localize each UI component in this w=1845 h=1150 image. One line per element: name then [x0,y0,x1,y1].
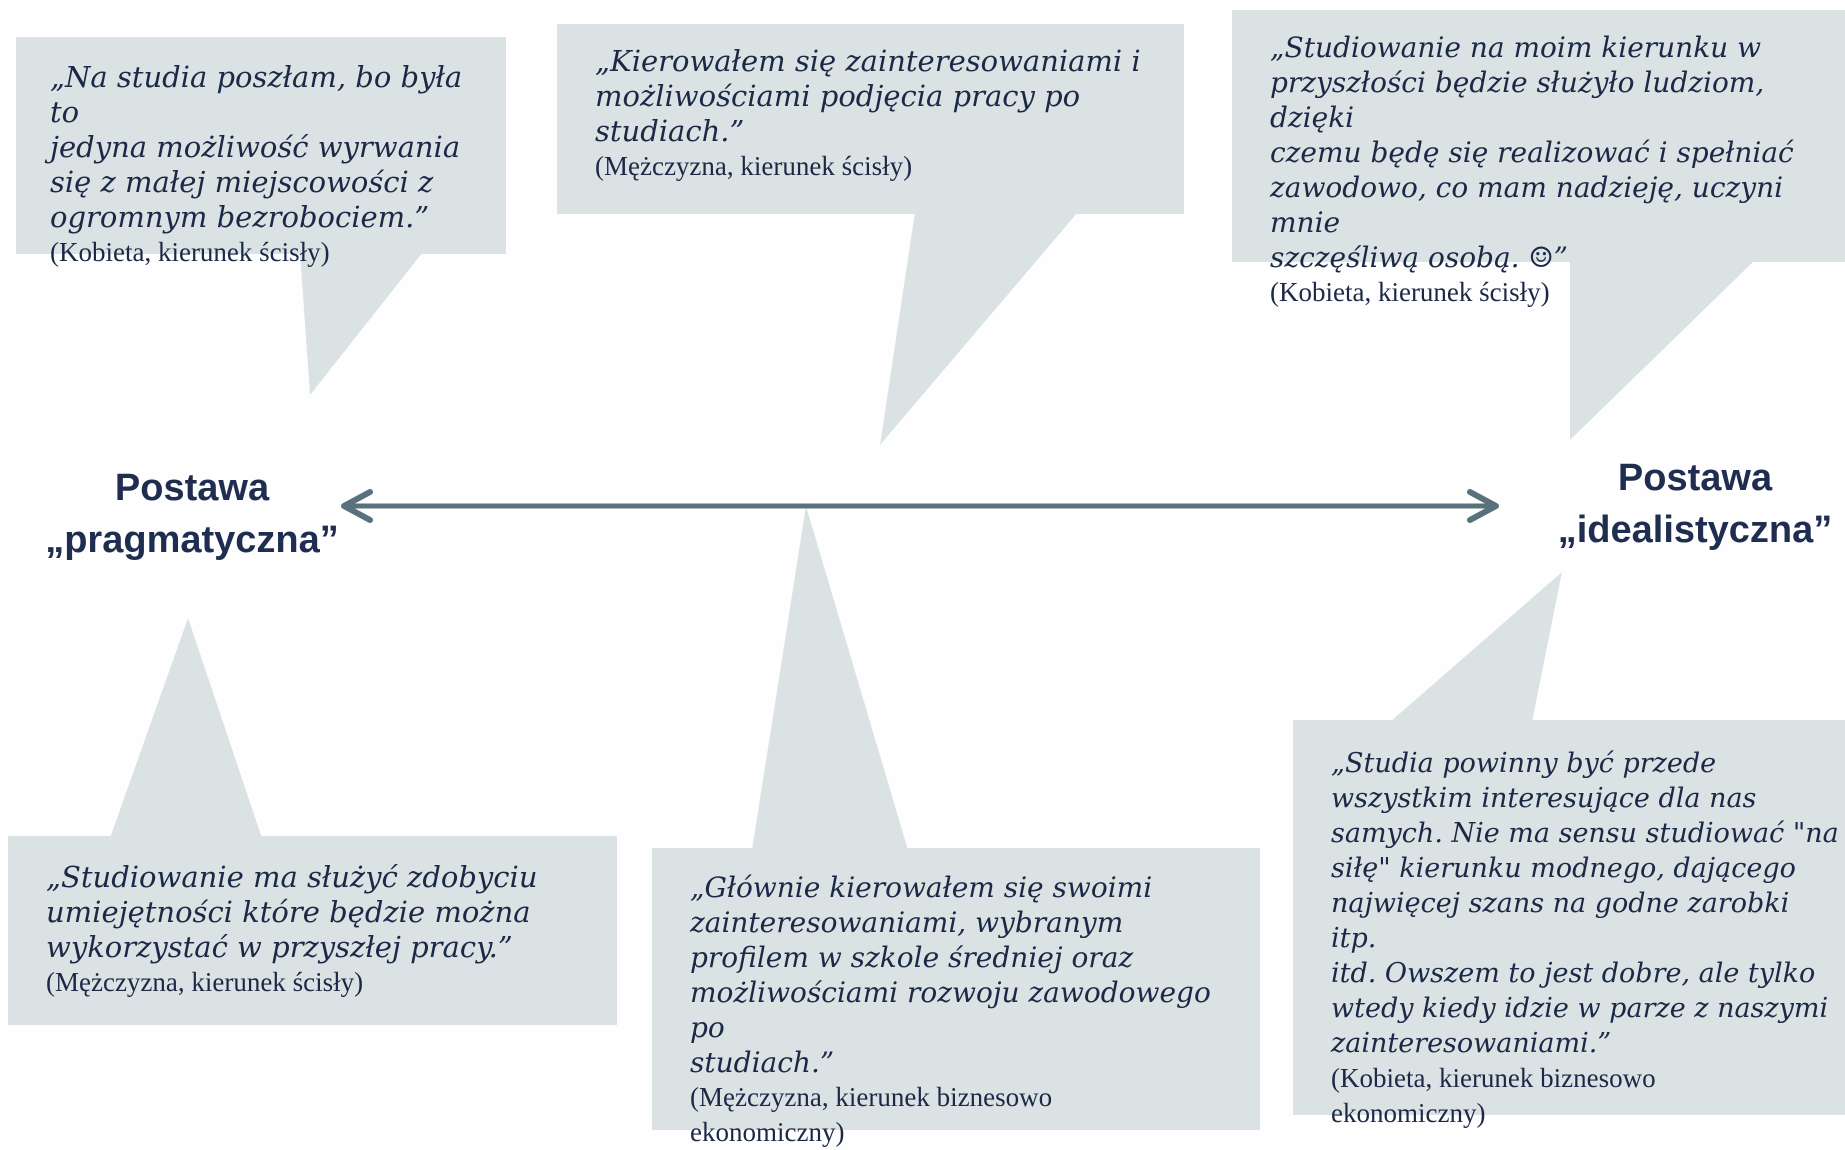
quote-text: „Studiowanie na moim kierunku w przyszło… [1270,31,1794,274]
quote-author: (Kobieta, kierunek ścisły) [50,237,330,267]
callout-tail-6 [1390,572,1562,722]
quote-author: (Kobieta, kierunek biznesowo ekonomiczny… [1331,1063,1656,1128]
callout-tail-4 [110,618,262,838]
quote-bubble-3: „Studiowanie na moim kierunku w przyszło… [1232,10,1845,307]
quote-bubble-5: „Głównie kierowałem się swoimi zainteres… [652,848,1260,1147]
quote-text: „Studia powinny być przede wszystkim int… [1331,748,1839,1059]
quote-author: (Mężczyzna, kierunek ścisły) [46,967,364,997]
quote-text: „Studiowanie ma służyć zdobyciu umiejętn… [46,860,538,964]
quote-author: (Mężczyzna, kierunek ścisły) [595,151,913,181]
axis-arrowhead-left [341,489,373,523]
quote-bubble-6: „Studia powinny być przede wszystkim int… [1293,720,1845,1128]
idealistic-attitude-label: Postawa „idealistyczna” [1557,457,1833,551]
axis-arrowhead-right [1467,489,1499,523]
quote-author: (Mężczyzna, kierunek biznesowo ekonomicz… [690,1082,1053,1147]
callout-tail-5 [752,506,908,850]
quote-bubble-2: „Kierowałem się zainteresowaniami i możl… [557,24,1184,214]
quote-text: „Na studia poszłam, bo była to jedyna mo… [50,60,463,234]
callout-tail-2 [880,212,1078,445]
pragmatic-attitude-label: Postawa „pragmatyczna” [45,467,339,561]
quote-text: „Głównie kierowałem się swoimi zainteres… [690,871,1211,1079]
quote-bubble-4: „Studiowanie ma służyć zdobyciu umiejętn… [8,836,617,1025]
quote-text: „Kierowałem się zainteresowaniami i możl… [595,44,1141,148]
callout-tail-1 [300,252,423,395]
callout-tail-3 [1570,260,1755,440]
quote-bubble-1: „Na studia poszłam, bo była to jedyna mo… [16,37,506,267]
quote-author: (Kobieta, kierunek ścisły) [1270,277,1550,307]
